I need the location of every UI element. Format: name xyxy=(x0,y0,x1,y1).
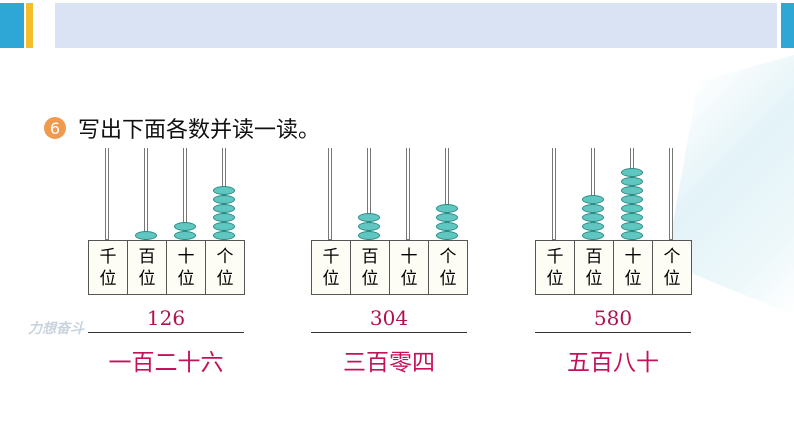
place-label-char: 十 xyxy=(177,246,195,267)
abacus-bead xyxy=(213,213,235,222)
place-label-char: 位 xyxy=(99,268,117,289)
answer-line xyxy=(535,332,691,333)
place-label-char: 位 xyxy=(322,268,340,289)
number-answer: 304 xyxy=(369,306,409,330)
abacus-bead xyxy=(436,213,458,222)
place-label-char: 十 xyxy=(624,246,642,267)
abacus-bead xyxy=(213,195,235,204)
abacus-rod xyxy=(328,148,332,240)
place-label-char: 位 xyxy=(439,268,457,289)
place-label: 个位 xyxy=(206,241,244,294)
abacus-bead xyxy=(582,222,604,231)
place-label: 个位 xyxy=(429,241,467,294)
abacus-bead xyxy=(582,195,604,204)
abacus-bead xyxy=(174,231,196,240)
place-label-char: 位 xyxy=(400,268,418,289)
answer-line xyxy=(311,332,467,333)
abacus-bead xyxy=(582,213,604,222)
place-label: 千位 xyxy=(312,241,351,294)
place-label-char: 位 xyxy=(361,268,379,289)
abacus-bead xyxy=(213,222,235,231)
abacus-bead xyxy=(213,204,235,213)
header-yellow-stripe xyxy=(26,3,33,48)
abacus-bead xyxy=(358,222,380,231)
place-label-char: 百 xyxy=(585,246,603,267)
reading-answer: 三百零四 xyxy=(343,350,435,376)
abacus-bead xyxy=(358,231,380,240)
answer-line xyxy=(88,332,244,333)
abacus-rod xyxy=(669,148,673,240)
place-label: 十位 xyxy=(167,241,206,294)
number-answer: 126 xyxy=(146,306,186,330)
abacus-bead xyxy=(582,204,604,213)
abacus-bead xyxy=(135,231,157,240)
abacus-bead xyxy=(213,231,235,240)
abacus-bead xyxy=(621,186,643,195)
place-value-labels: 千位百位十位个位 xyxy=(311,240,468,295)
place-label: 十位 xyxy=(614,241,653,294)
place-label-char: 位 xyxy=(177,268,195,289)
place-label-char: 位 xyxy=(624,268,642,289)
place-label-char: 位 xyxy=(585,268,603,289)
question-text: 写出下面各数并读一读。 xyxy=(78,118,321,143)
place-label: 个位 xyxy=(653,241,691,294)
place-label-char: 百 xyxy=(361,246,379,267)
abacus-bead xyxy=(621,213,643,222)
number-answer: 580 xyxy=(593,306,633,330)
header-band xyxy=(55,3,777,48)
abacus-bead xyxy=(621,204,643,213)
abacus-bead xyxy=(621,168,643,177)
reading-answer: 一百二十六 xyxy=(108,350,224,376)
reading-answer: 五百八十 xyxy=(567,350,659,376)
place-label-char: 千 xyxy=(322,246,340,267)
place-label-char: 个 xyxy=(216,246,234,267)
place-label: 百位 xyxy=(351,241,390,294)
watermark-logo: 力想奋斗 xyxy=(28,321,84,337)
place-label: 十位 xyxy=(390,241,429,294)
place-label-char: 千 xyxy=(99,246,117,267)
place-label-char: 千 xyxy=(546,246,564,267)
abacus-bead xyxy=(621,177,643,186)
abacus-bead xyxy=(621,231,643,240)
abacus-bead xyxy=(582,231,604,240)
place-value-labels: 千位百位十位个位 xyxy=(88,240,245,295)
abacus-rod xyxy=(144,148,148,240)
place-label-char: 位 xyxy=(138,268,156,289)
place-label: 千位 xyxy=(536,241,575,294)
place-label-char: 个 xyxy=(439,246,457,267)
place-value-labels: 千位百位十位个位 xyxy=(535,240,692,295)
abacus-bead xyxy=(358,213,380,222)
abacus-bead xyxy=(436,222,458,231)
place-label: 百位 xyxy=(575,241,614,294)
place-label-char: 个 xyxy=(663,246,681,267)
place-label-char: 百 xyxy=(138,246,156,267)
place-label-char: 位 xyxy=(546,268,564,289)
place-label-char: 十 xyxy=(400,246,418,267)
abacus-bead xyxy=(621,222,643,231)
question-number-badge: 6 xyxy=(44,117,66,139)
abacus-bead xyxy=(436,204,458,213)
abacus-bead xyxy=(174,222,196,231)
abacus-bead xyxy=(436,231,458,240)
place-label-char: 位 xyxy=(663,268,681,289)
header-blue-block-right xyxy=(781,3,794,48)
header-blue-block xyxy=(0,3,24,48)
place-label-char: 位 xyxy=(216,268,234,289)
place-label: 千位 xyxy=(89,241,128,294)
abacus-bead xyxy=(213,186,235,195)
abacus-rod xyxy=(105,148,109,240)
abacus-rod xyxy=(406,148,410,240)
abacus-rod xyxy=(552,148,556,240)
place-label: 百位 xyxy=(128,241,167,294)
abacus-bead xyxy=(621,195,643,204)
question: 6 写出下面各数并读一读。 xyxy=(44,112,320,144)
